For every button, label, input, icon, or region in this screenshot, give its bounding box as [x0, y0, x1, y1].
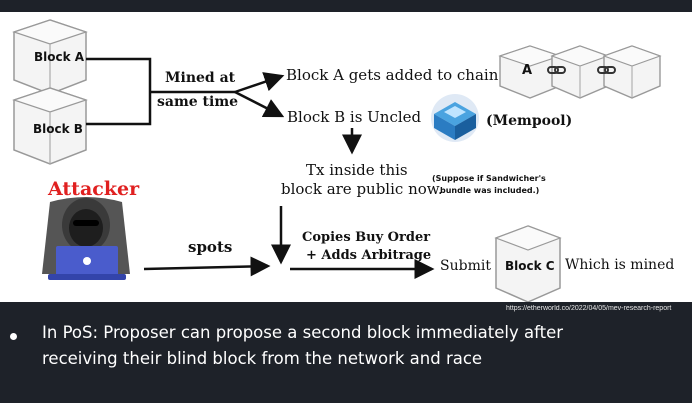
mined-at-label: Mined at — [165, 70, 236, 86]
mempool-icon — [431, 94, 479, 142]
tx-public-line2: block are public now. — [281, 180, 443, 198]
block-c-label: Block C — [505, 259, 555, 273]
attacker-label: Attacker — [48, 178, 140, 200]
chain-link-icon-2 — [597, 66, 616, 74]
spots-label: spots — [188, 238, 233, 256]
chain-cube-a — [498, 45, 562, 99]
block-a-added-label: Block A gets added to chain — [286, 66, 499, 84]
block-a-cube — [12, 19, 88, 95]
sandwich-note-line2: bundle was included.) — [440, 186, 540, 195]
attacker-icon — [42, 197, 130, 280]
chain-cube-2 — [550, 45, 610, 99]
top-band — [0, 0, 692, 12]
mempool-label: (Mempool) — [486, 113, 573, 129]
chain-link-icon-1 — [547, 66, 566, 74]
copies-line2: + Adds Arbitrage — [306, 248, 432, 263]
merge-bracket — [86, 57, 285, 126]
source-url: https://etherworld.co/2022/04/05/mev-res… — [506, 305, 672, 312]
block-c-cube — [494, 225, 562, 302]
submit-label: Submit — [440, 258, 491, 274]
same-time-label: same time — [157, 94, 239, 110]
bullet-text: In PoS: Proposer can propose a second bl… — [42, 323, 564, 368]
diagram-graphics — [12, 19, 662, 302]
copies-line1: Copies Buy Order — [302, 230, 431, 245]
block-b-label: Block B — [33, 122, 83, 136]
block-a-label: Block A — [34, 50, 85, 64]
chain-a-label: A — [522, 63, 533, 78]
bullet-dot — [10, 333, 17, 340]
which-mined-label: Which is mined — [565, 257, 675, 273]
chain-cube-3 — [602, 45, 662, 99]
tx-public-line1: Tx inside this — [306, 161, 408, 179]
block-b-uncled-label: Block B is Uncled — [287, 108, 422, 126]
arrow-spots — [143, 256, 271, 277]
diagram-panel: Block A Block B Mined at same time Block… — [0, 12, 692, 302]
sandwich-note-line1: (Suppose if Sandwicher's — [432, 174, 546, 183]
block-b-cube — [12, 87, 88, 165]
